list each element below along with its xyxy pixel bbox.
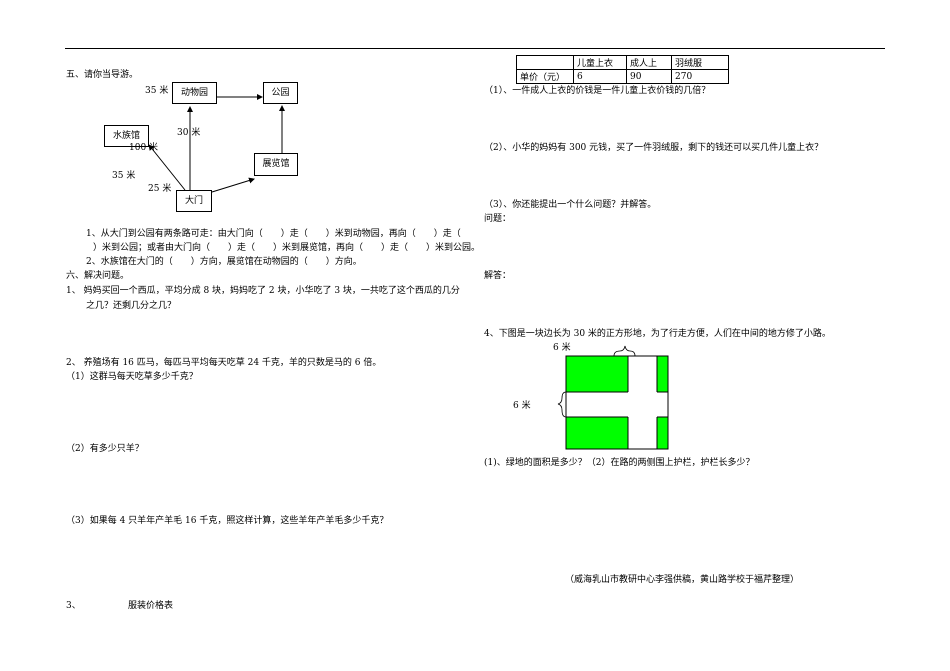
road-width-left: 6 米 [513, 401, 531, 411]
problem1-line2: 之几？还剩几分之几？ [86, 301, 177, 311]
table-row-label: 单价（元） [516, 69, 574, 84]
map-gate: 大门 [176, 190, 212, 212]
problem3-number: 3、 [66, 601, 81, 611]
field-border [565, 355, 669, 450]
map-dist-gate-zoo: 30 米 [177, 128, 201, 138]
problem2: 2、 养殖场有 16 匹马，每匹马平均每天吃草 24 千克，羊的只数是马的 6 … [66, 358, 382, 368]
table-cell: 270 [671, 69, 729, 84]
right-q1: （1）、一件成人上衣的价钱是一件儿童上衣价钱的几倍？ [484, 86, 711, 96]
map-park: 公园 [263, 82, 298, 104]
price-table: 儿童上衣 成人上 羽绒服 单价（元） 6 90 270 [516, 55, 729, 84]
answer-label: 解答： [484, 271, 512, 281]
section5-title: 五、请你当导游。 [66, 70, 139, 80]
problem1-line1: 1、 妈妈买回一个西瓜，平均分成 8 块，妈妈吃了 2 块，小华吃了 3 块，一… [66, 286, 460, 296]
map-zoo: 动物园 [172, 82, 217, 104]
top-brace [613, 345, 636, 357]
map-dist-aquarium: 100 米 [129, 143, 159, 153]
problem2-q3: （3）如果每 4 只羊年产羊毛 16 千克，照这样计算，这些羊年产羊毛多少千克？ [66, 516, 389, 526]
road-horizontal [566, 392, 668, 417]
section5-q1-line2: ）米到公园；或者由大门向（ ）走（ ）米到展览馆，再向（ ）走（ ）米到公园。 [93, 243, 481, 253]
problem2-q1: （1）这群马每天吃草多少千克？ [66, 372, 198, 382]
road-width-top: 6 米 [553, 343, 571, 353]
section5-q2: 2、水族馆在大门的（ ）方向，展览馆在动物园的（ ）方向。 [86, 257, 362, 267]
map-dist-zoo-left: 35 米 [145, 86, 169, 96]
arrow-gate-exhibition [211, 177, 255, 193]
problem2-q2: （2）有多少只羊？ [66, 444, 144, 454]
arrow-gate-aquarium [148, 144, 186, 191]
table-row: 单价（元） 6 90 270 [516, 69, 729, 84]
map-dist-gate-aquarium: 25 米 [148, 184, 172, 194]
section6-title: 六、解决问题。 [66, 271, 130, 281]
section5-q1-line1: 1、从大门到公园有两条路可走：由大门向（ ）走（ ）米到动物园，再向（ ）走（ [86, 229, 461, 239]
road-edges [566, 356, 668, 449]
problem4: 4、下图是一块边长为 30 米的正方形地，为了行走方便，人们在中间的地方修了小路… [484, 329, 831, 339]
map-aquarium: 水族馆 [104, 125, 149, 147]
problem3-title: 服装价格表 [128, 601, 174, 611]
map-dist-left: 35 米 [112, 171, 136, 181]
right-q3: （3）、你还能提出一个什么问题？并解答。 [484, 200, 657, 210]
question-label: 问题： [484, 214, 512, 224]
credit-line: （威海乳山市教研中心李强供稿，黄山路学校于福芹整理） [565, 575, 800, 585]
left-brace [557, 391, 567, 418]
map-exhibition: 展览馆 [254, 153, 298, 176]
header-rule [65, 48, 885, 49]
problem4-question: (1)、绿地的面积是多少？（2）在路的两侧围上护栏，护栏长多少？ [484, 458, 755, 468]
right-q2: （2）、小华的妈妈有 300 元钱，买了一件羽绒服，剩下的钱还可以买几件儿童上衣… [484, 143, 824, 153]
